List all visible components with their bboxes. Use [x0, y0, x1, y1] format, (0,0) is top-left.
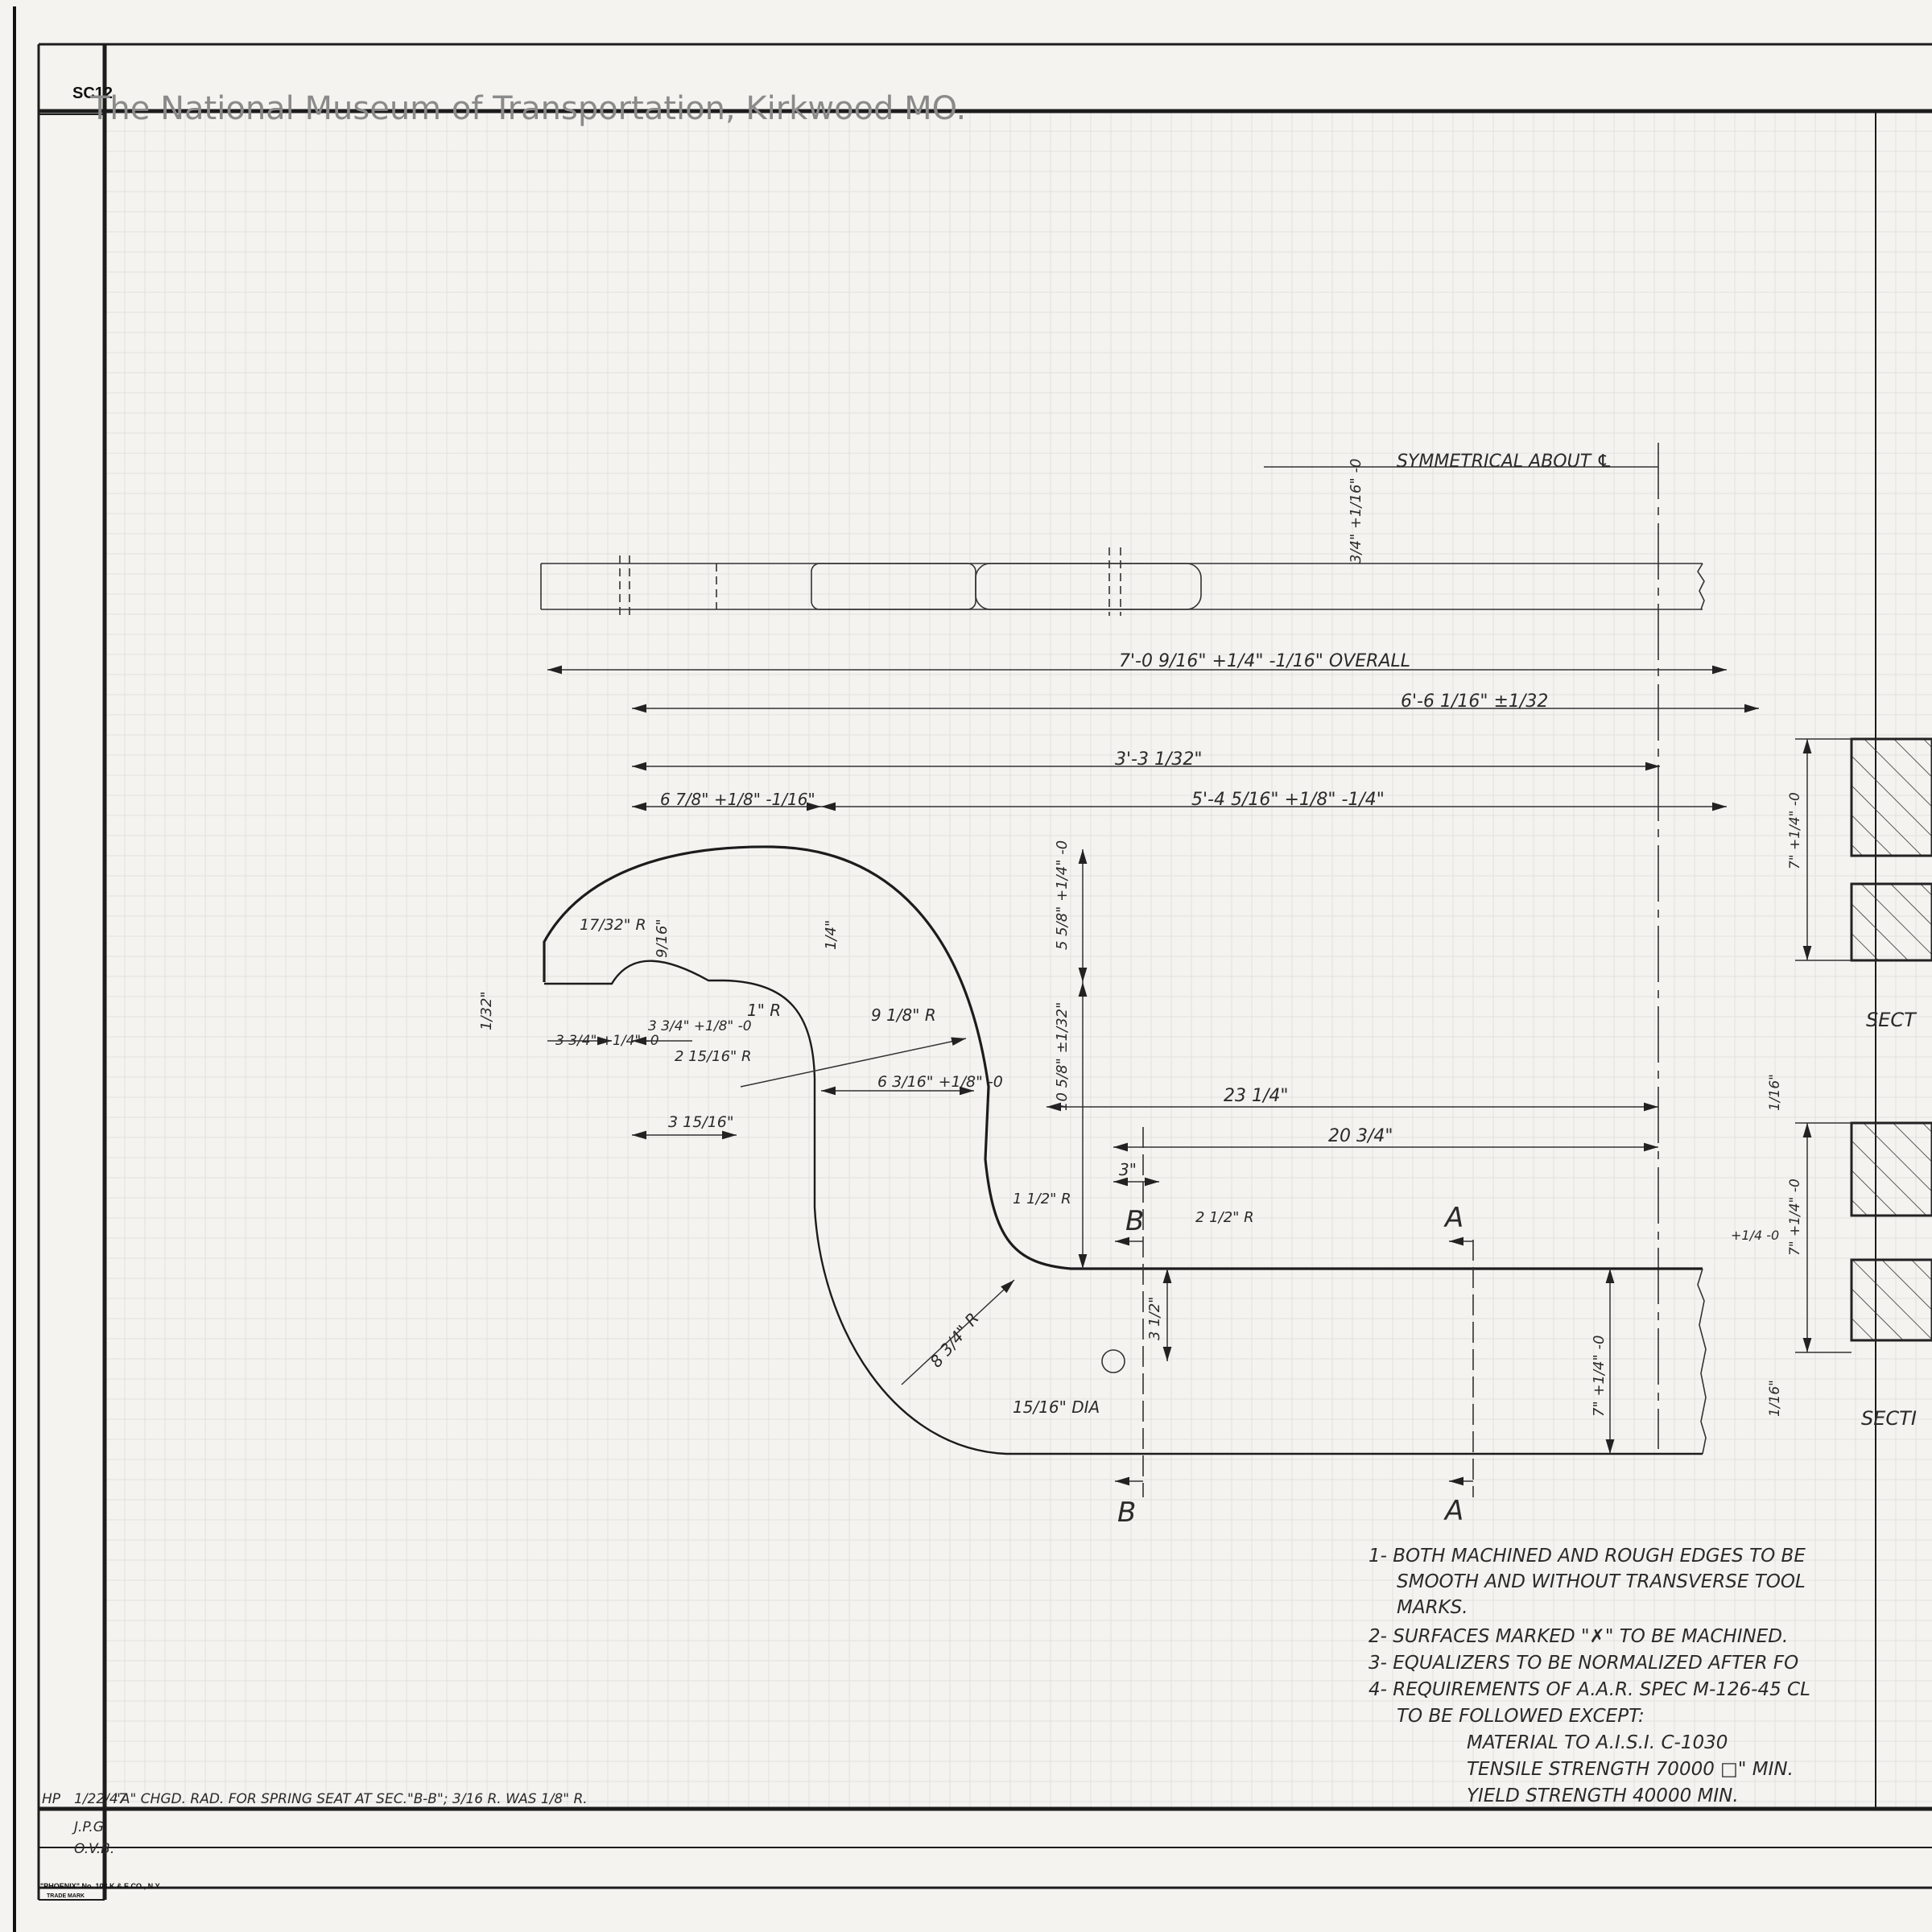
section-b-top: B — [1125, 1205, 1144, 1237]
symmetrical-note: SYMMETRICAL ABOUT ℄ — [1397, 452, 1612, 472]
dim-17-32: 17/32" R — [580, 916, 646, 934]
section-a-top: A — [1443, 1202, 1463, 1234]
dim-3-3: 3'-3 1/32" — [1115, 749, 1203, 770]
grid-paper — [104, 110, 1932, 1809]
dimension-labels: SYMMETRICAL ABOUT ℄ 7'-0 9/16" +1/4" -1/… — [478, 452, 1612, 1529]
section-a-bottom: A — [1443, 1495, 1463, 1527]
dim-1-1-2: 1 1/2" R — [1013, 1191, 1071, 1208]
dim-6-6: 6'-6 1/16" ±1/32 — [1401, 691, 1548, 712]
note-line: YIELD STRENGTH 40000 MIN. — [1467, 1785, 1739, 1806]
note-line: 2- SURFACES MARKED "✗" TO BE MACHINED. — [1368, 1626, 1788, 1647]
note-line: 3- EQUALIZERS TO BE NORMALIZED AFTER FO — [1368, 1653, 1798, 1674]
dim-3: 3" — [1119, 1160, 1137, 1179]
sheet-border — [13, 6, 1932, 1932]
dim-1-32: 1/32" — [478, 991, 495, 1030]
revision-initials: HP — [42, 1791, 61, 1807]
equalizer-outline — [543, 845, 1707, 1455]
revision-date: 1/22/47 — [74, 1791, 127, 1807]
sec-dim-side: +1/4 -0 — [1731, 1228, 1779, 1243]
sheet-code: SC12 — [72, 85, 113, 102]
dim-6-3-16: 6 3/16" +1/8" -0 — [877, 1073, 1003, 1091]
section-views: 7" +1/4" -0 7" +1/4" -0 1/16" 1/16" +1/4… — [1731, 737, 1932, 1430]
sec-dim-1-16b: 1/16" — [1767, 1380, 1783, 1417]
note-line: MARKS. — [1397, 1597, 1468, 1618]
sec-dim-7b: 7" +1/4" -0 — [1787, 1179, 1803, 1256]
dim-9-16: 9/16" — [654, 919, 671, 958]
dim-dia: 15/16" DIA — [1013, 1397, 1100, 1417]
dim-23: 23 1/4" — [1224, 1086, 1289, 1106]
dim-3-15: 3 15/16" — [668, 1113, 734, 1131]
dim-20: 20 3/4" — [1328, 1126, 1393, 1146]
checked-by: O.V.B. — [74, 1841, 114, 1857]
note-line: 4- REQUIREMENTS OF A.A.R. SPEC M-126-45 … — [1368, 1679, 1810, 1700]
sec-dim-7a: 7" +1/4" -0 — [1787, 792, 1803, 869]
section-b-bottom: B — [1117, 1496, 1136, 1529]
dimension-lines — [547, 466, 1759, 1497]
dim-3-3-4a: 3 3/4" +1/4" -0 — [555, 1033, 659, 1049]
section-title-b: SECTI — [1861, 1407, 1917, 1430]
dim-3-1-2: 3 1/2" — [1146, 1297, 1163, 1340]
dim-7: 7" +1/4" -0 — [1591, 1335, 1608, 1417]
dim-top-thick: 3/4" +1/16" -0 — [1348, 459, 1364, 564]
watermark: The National Museum of Transportation, K… — [89, 90, 966, 127]
sec-dim-1-16a: 1/16" — [1767, 1074, 1783, 1111]
note-line: TENSILE STRENGTH 70000 □" MIN. — [1467, 1759, 1794, 1780]
dim-2-15: 2 15/16" R — [675, 1048, 752, 1065]
dim-5-5-8: 5 5/8" +1/4" -0 — [1054, 840, 1071, 950]
dim-2-1-2: 2 1/2" R — [1195, 1209, 1254, 1226]
note-line: SMOOTH AND WITHOUT TRANSVERSE TOOL — [1397, 1571, 1806, 1592]
section-title-a: SECT — [1866, 1009, 1918, 1031]
maker-mark: "PHOENIX" No. 108 K & E CO., N.Y. — [40, 1882, 161, 1890]
dim-1r: 1" R — [747, 1001, 781, 1020]
general-notes: 1- BOTH MACHINED AND ROUGH EDGES TO BE S… — [1368, 1546, 1810, 1806]
dim-3-3-4b: 3 3/4" +1/8" -0 — [648, 1018, 752, 1034]
revision-text: "A" CHGD. RAD. FOR SPRING SEAT AT SEC."B… — [114, 1791, 588, 1807]
overall-dim: 7'-0 9/16" +1/4" -1/16" OVERALL — [1119, 651, 1410, 671]
dim-9-1-8: 9 1/8" R — [871, 1005, 936, 1025]
dim-1-4: 1/4" — [823, 920, 840, 950]
maker-trade: TRADE MARK — [47, 1893, 85, 1899]
dim-6-7-8: 6 7/8" +1/8" -1/16" — [660, 790, 815, 809]
revision-block: HP 1/22/47 "A" CHGD. RAD. FOR SPRING SEA… — [40, 1791, 588, 1899]
dim-10-8: 10 5/8" ±1/32" — [1054, 1002, 1071, 1111]
note-line: 1- BOTH MACHINED AND ROUGH EDGES TO BE — [1368, 1546, 1806, 1567]
note-line: MATERIAL TO A.I.S.I. C-1030 — [1467, 1732, 1728, 1753]
note-line: TO BE FOLLOWED EXCEPT: — [1397, 1706, 1645, 1727]
drawn-by: J.P.G. — [72, 1819, 108, 1835]
dim-5-4: 5'-4 5/16" +1/8" -1/4" — [1191, 790, 1385, 810]
side-view — [540, 443, 1705, 1449]
